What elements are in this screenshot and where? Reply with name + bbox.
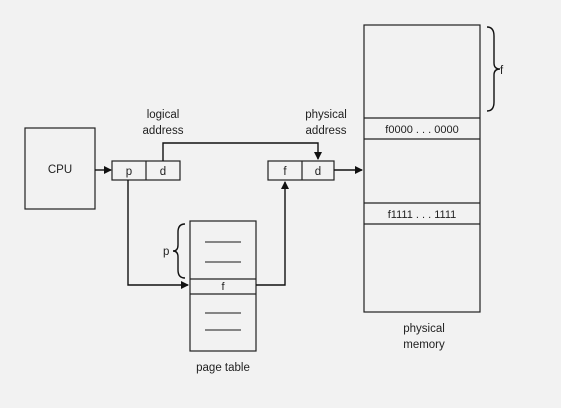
page-table-p-label: p [163,246,169,258]
page-table-brace [172,223,186,279]
physical-address-register [267,160,335,181]
physical-offset-field: d [315,166,321,178]
frame-start-address: f0000 . . . 0000 [385,124,458,136]
logical-address-label-line2: address [143,125,184,137]
frame-number-to-physical-arrow [256,181,289,286]
logical-page-field: p [126,166,132,178]
offset-copy-arrow [162,142,322,161]
page-table-box [189,220,257,352]
physical-memory-label-line2: memory [403,339,445,351]
page-number-to-table-arrow [127,180,189,289]
physical-memory-box [363,24,481,313]
frame-brace-label: f [500,65,504,77]
physical-address-label-line1: physical [305,109,347,121]
physical-frame-field: f [283,166,287,178]
page-table-entry: f [221,281,225,293]
frame-end-address: f1111 . . . 1111 [388,209,457,221]
logical-address-label-line1: logical [147,109,180,121]
frame-brace [486,26,501,112]
cpu-box [24,127,96,210]
page-table-label: page table [196,362,250,374]
cpu-label: CPU [48,164,72,176]
physical-address-label-line2: address [306,125,347,137]
logical-offset-field: d [160,166,166,178]
physical-memory-label-line1: physical [403,323,445,335]
